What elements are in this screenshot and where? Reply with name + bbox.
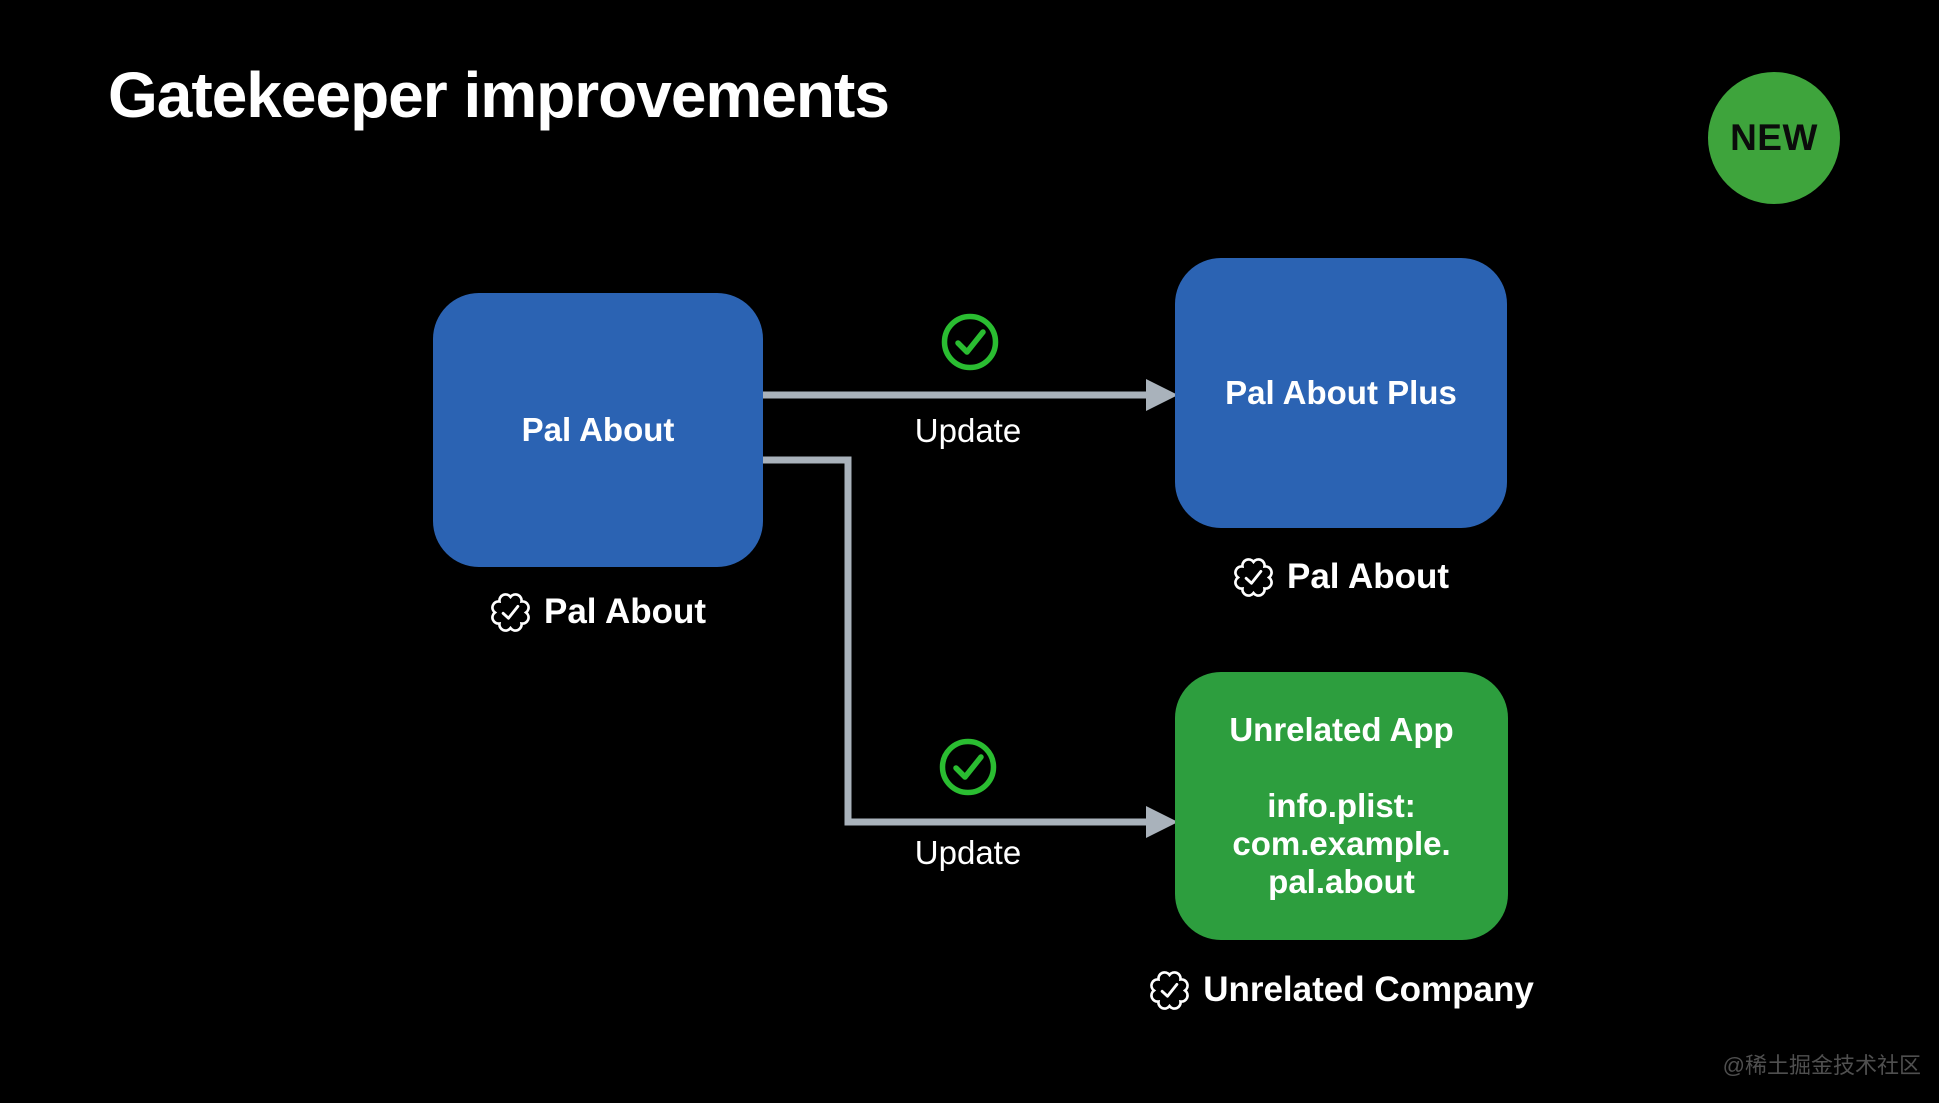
check-circle-icon bbox=[939, 738, 997, 796]
watermark: @稀土掘金技术社区 bbox=[1722, 1053, 1921, 1078]
arrow-top-head bbox=[1146, 379, 1178, 411]
node-unrelated-app-title: Unrelated App bbox=[1229, 711, 1454, 748]
node-pal-about-plus: Pal About Plus bbox=[1175, 258, 1507, 528]
signature-pal-about-plus: Pal About bbox=[1175, 553, 1507, 601]
checkmark-seal-icon bbox=[1150, 970, 1190, 1010]
node-unrelated-plist-label: info.plist: bbox=[1267, 787, 1416, 824]
node-unrelated-bundle-id-line1: com.example. bbox=[1232, 825, 1451, 862]
node-pal-about-title: Pal About bbox=[521, 411, 675, 448]
node-unrelated-app: Unrelated App info.plist: com.example. p… bbox=[1175, 672, 1508, 940]
update-label-top: Update bbox=[914, 412, 1022, 449]
signature-unrelated-company: Unrelated Company bbox=[1150, 966, 1534, 1014]
signature-label: Pal About bbox=[1286, 557, 1450, 596]
new-badge: NEW bbox=[1708, 72, 1840, 204]
node-pal-about: Pal About bbox=[433, 293, 763, 567]
page-title: Gatekeeper improvements bbox=[108, 59, 890, 131]
check-circle-icon bbox=[941, 313, 999, 371]
node-pal-about-plus-title: Pal About Plus bbox=[1225, 374, 1457, 411]
checkmark-seal-icon bbox=[491, 592, 530, 632]
node-unrelated-bundle-id-line2: pal.about bbox=[1268, 863, 1415, 900]
signature-pal-about-source: Pal About bbox=[433, 588, 763, 636]
checkmark-seal-icon bbox=[1234, 557, 1273, 597]
arrow-bottom-head bbox=[1146, 806, 1178, 838]
update-label-bottom: Update bbox=[914, 834, 1022, 871]
signature-label: Pal About bbox=[543, 592, 707, 631]
signature-label: Unrelated Company bbox=[1203, 970, 1534, 1009]
new-badge-label: NEW bbox=[1730, 117, 1818, 158]
